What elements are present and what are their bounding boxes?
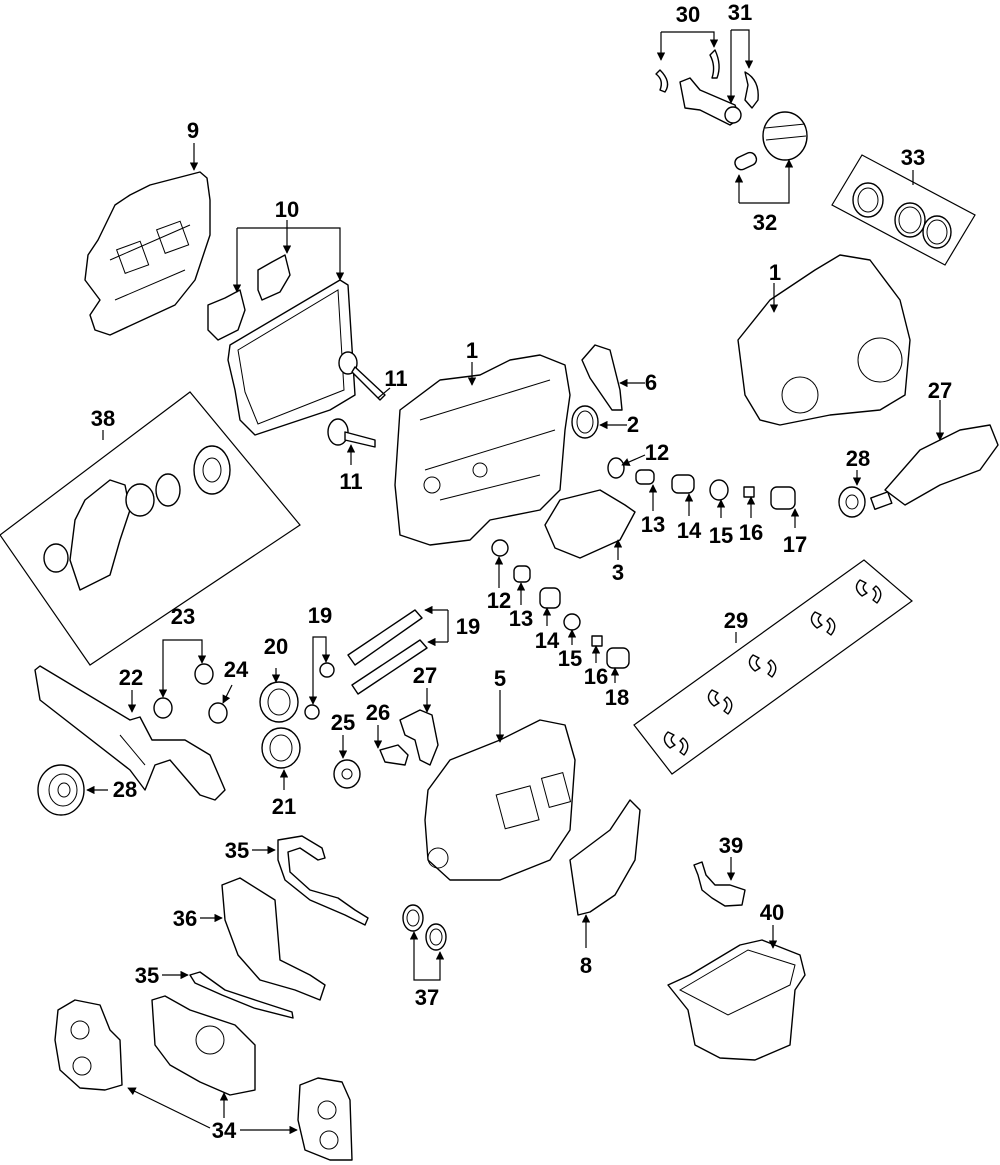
part-35-upper-gasket[interactable] bbox=[277, 835, 369, 926]
part-35-lower-gasket[interactable] bbox=[189, 971, 294, 1019]
callout-3[interactable]: 3 bbox=[612, 560, 624, 585]
callout-12-lower[interactable]: 13 bbox=[509, 606, 533, 631]
part-2-oil-seal[interactable] bbox=[571, 405, 599, 439]
callout-31[interactable]: 31 bbox=[728, 0, 752, 25]
callout-4[interactable]: 6 bbox=[645, 370, 657, 395]
callout-22[interactable]: 24 bbox=[224, 657, 249, 682]
part-4-bracket[interactable] bbox=[581, 344, 623, 411]
callout-34[interactable]: 34 bbox=[212, 1118, 237, 1143]
part-8-valve-cover-gaskets[interactable] bbox=[207, 254, 356, 436]
callout-20[interactable]: 22 bbox=[119, 665, 143, 690]
part-17-camshafts[interactable] bbox=[347, 609, 428, 695]
part-7-valve-cover[interactable] bbox=[84, 171, 211, 336]
part-39-oil-strainer[interactable] bbox=[693, 861, 746, 907]
callout-19-upper[interactable]: 20 bbox=[264, 634, 288, 659]
callout-7[interactable]: 9 bbox=[187, 118, 199, 143]
callout-21[interactable]: 23 bbox=[171, 604, 195, 629]
callout-13-lower[interactable]: 14 bbox=[535, 628, 560, 653]
callout-6[interactable]: 8 bbox=[580, 953, 592, 978]
callout-8[interactable]: 10 bbox=[275, 197, 299, 222]
callout-26[interactable]: 28 bbox=[113, 777, 137, 802]
callout-10[interactable]: 11 bbox=[384, 366, 407, 391]
part-9-10-valves[interactable] bbox=[327, 351, 386, 448]
part-36-timing-cover-back[interactable] bbox=[221, 877, 326, 1001]
callout-14-lower[interactable]: 15 bbox=[558, 646, 582, 671]
part-28-crank-sprocket[interactable] bbox=[838, 486, 866, 518]
callout-9[interactable]: 11 bbox=[339, 469, 362, 494]
callout-35-lower[interactable]: 35 bbox=[135, 963, 159, 988]
callout-37[interactable]: 37 bbox=[415, 985, 439, 1010]
callout-13-upper[interactable]: 14 bbox=[677, 518, 702, 543]
callout-24[interactable]: 26 bbox=[366, 700, 390, 725]
callout-15-upper[interactable]: 16 bbox=[739, 520, 763, 545]
callout-16-upper[interactable]: 17 bbox=[783, 532, 807, 557]
part-37-camshaft-seals[interactable] bbox=[402, 904, 447, 951]
part-23-tensioner-pulley[interactable] bbox=[333, 759, 361, 789]
part-22-idler[interactable] bbox=[208, 702, 228, 724]
callout-39[interactable]: 39 bbox=[719, 833, 743, 858]
callout-28[interactable]: 28 bbox=[846, 446, 870, 471]
callout-18[interactable]: 19 bbox=[308, 603, 332, 628]
part-32-piston-and-pin[interactable] bbox=[733, 111, 808, 172]
part-21-idler-pulleys[interactable] bbox=[153, 663, 214, 719]
callout-27[interactable]: 27 bbox=[928, 378, 952, 403]
callout-labels: 30 31 32 33 9 10 11 11 1 6 2 12 13 14 15… bbox=[91, 0, 952, 1143]
callout-14-upper[interactable]: 15 bbox=[709, 523, 733, 548]
part-27-crankshaft[interactable] bbox=[870, 424, 999, 511]
callout-36[interactable]: 36 bbox=[173, 906, 197, 931]
callout-16-lower[interactable]: 18 bbox=[605, 685, 629, 710]
parts-11-16-lower[interactable] bbox=[491, 539, 630, 669]
part-38-oil-pump-kit[interactable] bbox=[0, 391, 301, 666]
callout-1-center[interactable]: 1 bbox=[466, 338, 478, 363]
part-33-piston-rings[interactable] bbox=[831, 154, 976, 266]
callout-35-upper[interactable]: 35 bbox=[225, 838, 249, 863]
callout-23[interactable]: 25 bbox=[331, 710, 355, 735]
part-1-cylinder-block[interactable] bbox=[394, 354, 571, 546]
parts-11-16-upper[interactable] bbox=[607, 457, 796, 510]
callout-19-lower[interactable]: 21 bbox=[272, 794, 296, 819]
part-18-seals[interactable] bbox=[304, 662, 335, 720]
callout-33[interactable]: 33 bbox=[901, 145, 925, 170]
part-40-oil-pan[interactable] bbox=[667, 939, 806, 1061]
callout-12-upper[interactable]: 13 bbox=[641, 512, 665, 537]
leader-lines bbox=[86, 29, 945, 1135]
part-29-main-bearings[interactable] bbox=[633, 559, 913, 775]
part-1-cylinder-block-right[interactable] bbox=[737, 254, 911, 426]
part-26-crank-pulley[interactable] bbox=[37, 764, 85, 816]
callout-11-lower[interactable]: 12 bbox=[487, 588, 511, 613]
callout-15-lower[interactable]: 16 bbox=[584, 664, 608, 689]
part-3-bearing-cap[interactable] bbox=[544, 489, 636, 559]
part-20-timing-belt[interactable] bbox=[34, 665, 226, 801]
callout-11-upper[interactable]: 12 bbox=[645, 440, 669, 465]
callout-32[interactable]: 32 bbox=[753, 210, 777, 235]
part-19-camshaft-sprockets[interactable] bbox=[259, 681, 301, 769]
part-34-timing-covers[interactable] bbox=[54, 995, 353, 1161]
callout-5[interactable]: 5 bbox=[494, 666, 506, 691]
callout-40[interactable]: 40 bbox=[760, 900, 784, 925]
part-5-cylinder-head[interactable] bbox=[424, 719, 576, 881]
part-24-tensioner[interactable] bbox=[379, 744, 409, 766]
part-30-31-connecting-rod[interactable] bbox=[655, 49, 759, 126]
part-6-timing-cover-plate[interactable] bbox=[569, 799, 641, 916]
callout-30[interactable]: 30 bbox=[676, 2, 700, 27]
callout-1-right[interactable]: 1 bbox=[769, 260, 781, 285]
callout-17[interactable]: 19 bbox=[456, 614, 480, 639]
callout-38[interactable]: 38 bbox=[91, 406, 115, 431]
callout-2[interactable]: 2 bbox=[627, 412, 639, 437]
callout-25[interactable]: 27 bbox=[413, 663, 437, 688]
callout-29[interactable]: 29 bbox=[724, 608, 748, 633]
